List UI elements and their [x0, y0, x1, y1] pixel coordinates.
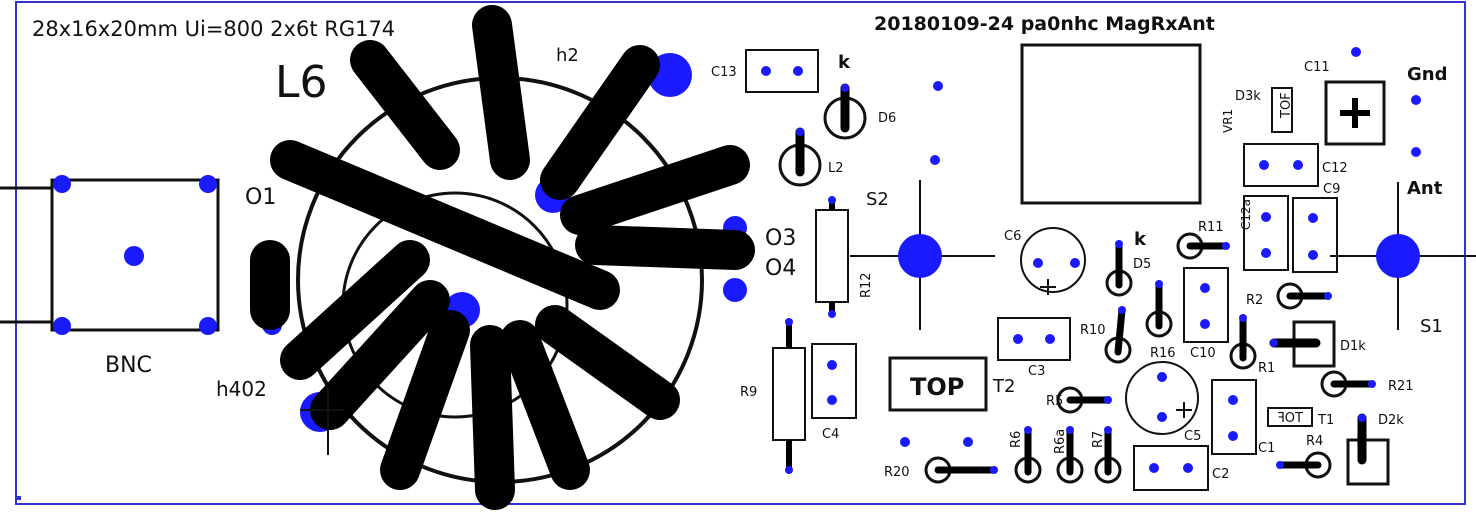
vr1-outline — [1020, 43, 1202, 205]
s1-label: S1 — [1420, 316, 1443, 337]
r12-outline — [815, 209, 849, 303]
c10-outline — [1183, 267, 1229, 343]
r12-label: R12 — [859, 272, 874, 298]
d5-label: D5 — [1133, 257, 1151, 272]
bnc-label: BNC — [105, 353, 152, 378]
k2-label: k — [1134, 229, 1147, 250]
tof2-box — [1267, 407, 1313, 427]
d3k-label: D3k — [1235, 89, 1261, 104]
r9-label: R9 — [740, 385, 757, 400]
h402-label: h402 — [216, 377, 267, 401]
d6-label: D6 — [878, 111, 896, 126]
t1-label: T1 — [1317, 413, 1334, 428]
k1-label: k — [838, 52, 851, 73]
o4-label: O4 — [765, 256, 796, 281]
c3-outline — [997, 317, 1071, 361]
t2-label: T2 — [992, 376, 1015, 397]
tof2-label: TOF — [1277, 411, 1304, 426]
c9-outline — [1292, 197, 1338, 273]
c5-outline — [1125, 361, 1199, 435]
l6-label: L6 — [275, 57, 328, 108]
board-outline — [15, 1, 1466, 505]
top-box — [888, 356, 988, 412]
c1-label: C1 — [1258, 441, 1275, 456]
tof1-box — [1271, 87, 1293, 133]
r6-label: R6 — [1009, 431, 1024, 448]
r5-label: R5 — [1046, 394, 1063, 409]
r11-label: R11 — [1198, 220, 1224, 235]
tof1-label: TOF — [1279, 92, 1294, 119]
toroid-l6 — [250, 5, 755, 510]
c6-outline — [1020, 227, 1086, 293]
d2k-label: D2k — [1378, 413, 1404, 428]
r16-label: R16 — [1150, 346, 1176, 361]
top-label: TOP — [910, 373, 964, 401]
r1-label: R1 — [1258, 361, 1275, 376]
gnd-label: Gnd — [1407, 64, 1447, 85]
r7-label: R7 — [1091, 431, 1106, 448]
h2-label: h2 — [556, 45, 579, 66]
r9-outline — [772, 347, 806, 441]
c11-label: C11 — [1304, 60, 1330, 75]
d1k-label: D1k — [1340, 339, 1366, 354]
spec-label: 28x16x20mm Ui=800 2x6t RG174 — [32, 17, 395, 41]
r2-label: R2 — [1246, 293, 1263, 308]
ant-label: Ant — [1407, 178, 1443, 199]
c9-label: C9 — [1323, 182, 1340, 197]
r4-label: R4 — [1306, 434, 1323, 449]
c12a-label: C12a — [1239, 199, 1253, 230]
c2-outline — [1133, 445, 1209, 491]
c5-label: C5 — [1184, 429, 1201, 444]
c6-label: C6 — [1004, 229, 1021, 244]
c11-outline — [1324, 80, 1386, 146]
s2-label: S2 — [866, 189, 889, 210]
bnc-connector — [0, 175, 220, 335]
c4-label: C4 — [822, 427, 839, 442]
c1-outline — [1211, 379, 1257, 455]
r10-label: R10 — [1080, 323, 1106, 338]
c13-outline — [745, 49, 819, 93]
project-label: 20180109-24 pa0nhc MagRxAnt — [874, 13, 1215, 35]
c12a-outline — [1243, 195, 1289, 271]
r6a-label: R6a — [1053, 429, 1068, 454]
o1-label: O1 — [245, 185, 276, 210]
c12-outline — [1243, 143, 1319, 187]
c2-label: C2 — [1212, 467, 1229, 482]
c4-outline — [811, 343, 857, 419]
c3-label: C3 — [1028, 364, 1045, 379]
vr1-label: VR1 — [1221, 109, 1235, 133]
r21-label: R21 — [1388, 379, 1414, 394]
o3-label: O3 — [765, 226, 796, 251]
d2k-outline — [1346, 438, 1390, 486]
r20-label: R20 — [884, 465, 910, 480]
c10-label: C10 — [1190, 346, 1216, 361]
c12-label: C12 — [1322, 161, 1348, 176]
l2-label: L2 — [828, 161, 844, 176]
c13-label: C13 — [711, 65, 737, 80]
